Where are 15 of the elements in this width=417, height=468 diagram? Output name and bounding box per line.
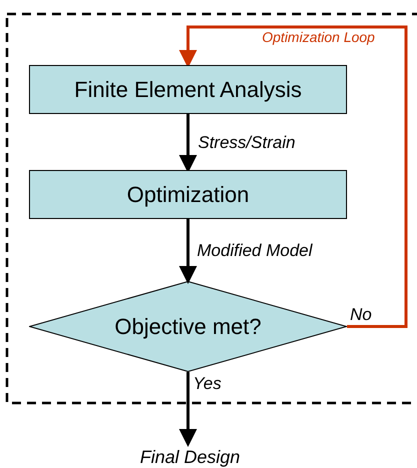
process-box	[29, 170, 347, 219]
arrow	[179, 114, 197, 173]
decision-text: Objective met?	[114, 314, 262, 340]
edge-label: Stress/Strain	[198, 133, 296, 153]
edge-label: Yes	[193, 374, 222, 394]
arrow	[179, 372, 197, 447]
process-text: Optimization	[126, 182, 250, 208]
process-box	[29, 65, 347, 114]
arrow	[179, 219, 197, 284]
edge-label: Optimization Loop	[262, 29, 375, 45]
branch-label: No	[350, 305, 372, 325]
output-text: Final Design	[140, 446, 240, 468]
process-text: Finite Element Analysis	[74, 76, 302, 102]
edge-label: Modified Model	[197, 241, 312, 261]
arrow	[179, 26, 408, 328]
